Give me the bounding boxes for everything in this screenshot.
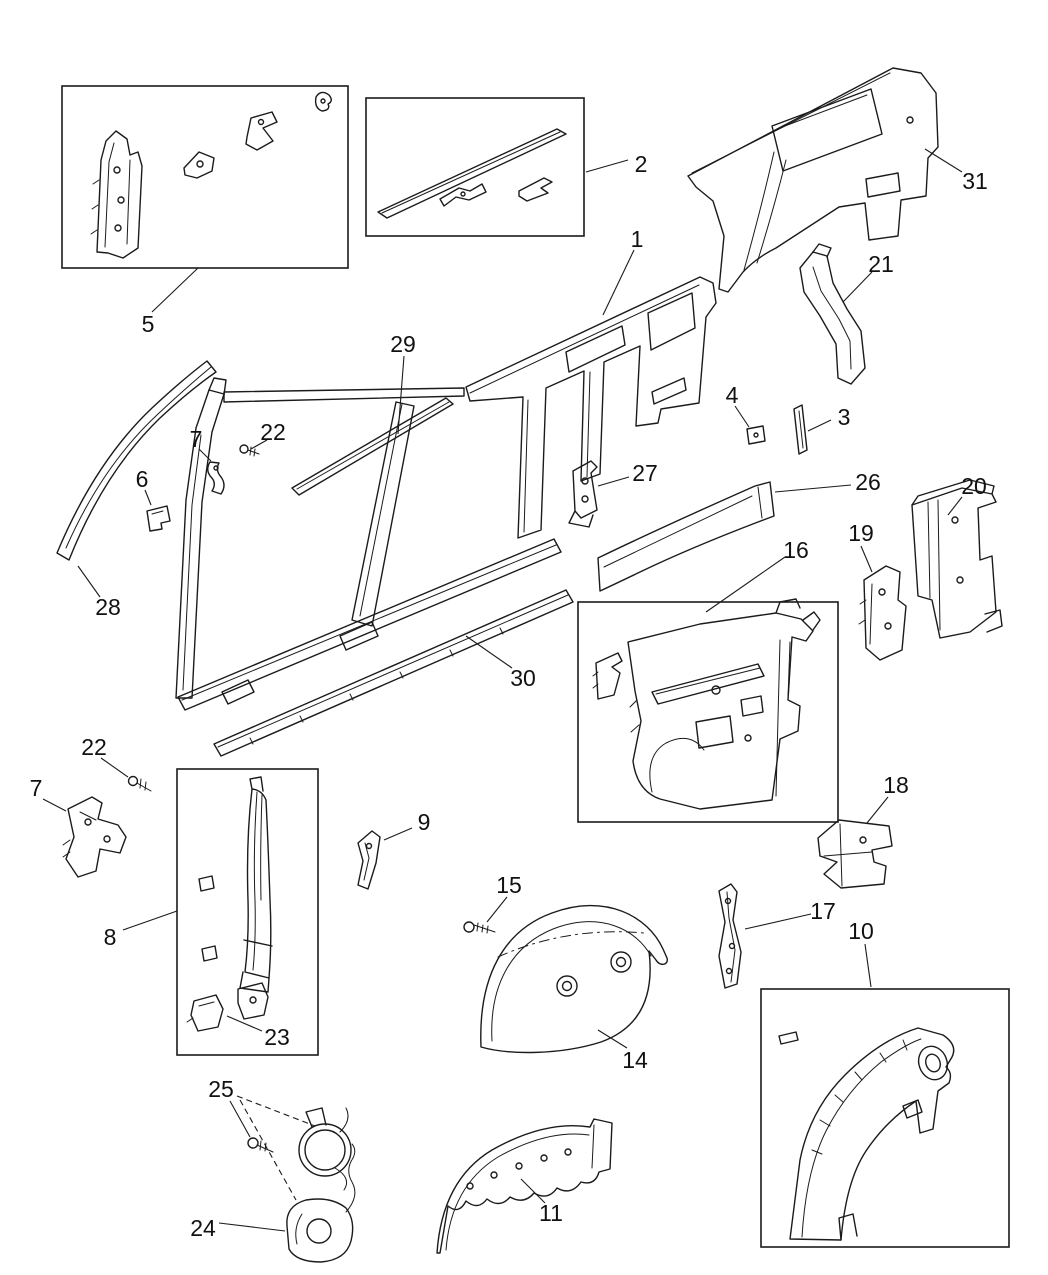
detail-box-part16: [577, 601, 839, 823]
callout-27: 27: [632, 460, 658, 486]
part31-quarter-panel-drawing: [687, 67, 939, 293]
part16-inner-quarter-panel-drawing: [592, 598, 821, 810]
part11-wheel-arch-inner-drawing: [436, 1118, 613, 1254]
part22-lower-screw-drawing: [127, 775, 152, 792]
callout-21: 21: [868, 251, 894, 277]
detail-box-part10: [760, 988, 1010, 1248]
callout-22-lower: 22: [81, 734, 107, 760]
uniside-door-frame-drawing: [175, 377, 562, 711]
callout-17: 17: [810, 898, 836, 924]
part24-fuel-filler-door-drawing: [286, 1107, 356, 1263]
part17-strip-drawing: [718, 883, 742, 989]
part29-roof-side-rail-drawing: [291, 397, 454, 496]
part26-quarter-upper-drawing: [597, 481, 775, 592]
part9-bracket-drawing: [357, 830, 381, 890]
part7-lower-bracket-drawing: [62, 796, 127, 878]
callout-7-upper: 7: [190, 426, 203, 452]
callout-18: 18: [883, 772, 909, 798]
callout-3: 3: [838, 404, 851, 430]
callout-20: 20: [961, 473, 987, 499]
callout-22-upper: 22: [260, 419, 286, 445]
callout-26: 26: [855, 469, 881, 495]
part25-screw-drawing: [247, 1137, 274, 1153]
part3-strip-drawing: [793, 404, 808, 455]
callout-29: 29: [390, 331, 416, 357]
callout-11: 11: [539, 1200, 563, 1226]
callout-30: 30: [510, 665, 536, 691]
callout-5: 5: [142, 311, 155, 337]
callout-1: 1: [631, 226, 644, 252]
callout-19: 19: [848, 520, 874, 546]
detail-box-part8: [176, 768, 319, 1056]
callout-labels: 5 2 1 31 21 29 7 22 6 4 3 27 26 20 16 19…: [30, 151, 988, 1241]
part20-inner-panel-drawing: [911, 479, 1003, 639]
part2-roof-rail-strips-drawing: [377, 128, 567, 219]
part8-bpillar-inner-drawing: [198, 776, 273, 993]
part21-pillar-reinforcement-drawing: [799, 243, 866, 385]
callout-4: 4: [726, 382, 739, 408]
part5-apillar-inner-drawing: [90, 91, 332, 259]
detail-boxes: [61, 85, 1010, 1248]
part19-bracket-drawing: [858, 565, 907, 661]
callout-7-lower: 7: [30, 775, 43, 801]
callout-28: 28: [95, 594, 121, 620]
callout-25: 25: [208, 1076, 234, 1102]
part6-clip-drawing: [146, 505, 171, 532]
callout-15: 15: [496, 872, 522, 898]
part23-brackets-drawing: [186, 982, 269, 1032]
part14-wheelhouse-outer-drawing: [480, 904, 668, 1054]
callout-31: 31: [962, 168, 988, 194]
part10-inner-structure-drawing: [778, 1027, 955, 1241]
leader-lines: [42, 148, 963, 1232]
callout-10: 10: [848, 918, 874, 944]
callout-23: 23: [264, 1024, 290, 1050]
part15-screw-drawing: [463, 921, 496, 934]
part22-upper-screw-drawing: [239, 444, 260, 457]
part1-side-aperture-panel-drawing: [465, 276, 717, 539]
callout-16: 16: [783, 537, 809, 563]
part4-clip-drawing: [746, 425, 766, 445]
detail-box-part2: [365, 97, 585, 237]
callout-9: 9: [418, 809, 431, 835]
part18-bracket-drawing: [817, 819, 893, 889]
callout-6: 6: [136, 466, 149, 492]
part7-upper-bracket-drawing: [207, 461, 225, 495]
callout-8: 8: [104, 924, 117, 950]
part28-apillar-strip-drawing: [56, 360, 217, 561]
callout-14: 14: [622, 1047, 648, 1073]
callout-24: 24: [190, 1215, 216, 1241]
detail-box-part5: [61, 85, 349, 269]
part27-bracket-drawing: [568, 460, 598, 528]
callout-2: 2: [635, 151, 648, 177]
part30-sill-strip-drawing: [213, 589, 574, 757]
